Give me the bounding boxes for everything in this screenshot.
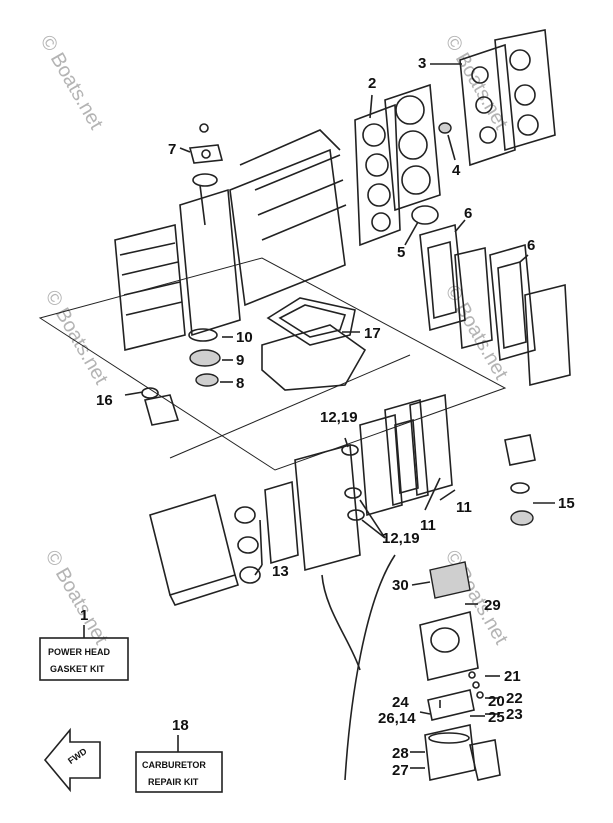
callout-11a: 11 (420, 517, 436, 534)
base-plate-gasket (261, 297, 367, 391)
cylinder-head (384, 83, 441, 212)
callout-17: 17 (364, 325, 381, 342)
gasket-7 (188, 123, 224, 164)
callout-6a: 6 (464, 205, 472, 222)
callout-13: 13 (272, 563, 289, 580)
gasket-5 (411, 205, 439, 225)
power-head-kit-line2: GASKET KIT (50, 664, 105, 674)
callout-9: 9 (236, 352, 244, 369)
callout-3: 3 (418, 55, 426, 72)
fuel-joint-15 (504, 434, 536, 526)
forward-label: FWD (66, 746, 89, 766)
drain-line (344, 554, 396, 781)
callout-4: 4 (452, 162, 461, 179)
crankcase-assembly (114, 129, 347, 352)
power-head-gasket-kit-box: POWER HEAD GASKET KIT (39, 625, 129, 681)
intake-manifold-gaskets (359, 393, 453, 517)
callout-1: 1 (80, 607, 88, 624)
callout-21: 21 (504, 668, 521, 685)
watermark-lower-left: © Boats.net (41, 547, 113, 649)
callout-5: 5 (397, 244, 405, 261)
forward-arrow: FWD (43, 727, 101, 793)
power-head-kit-line1: POWER HEAD (48, 647, 111, 657)
callout-16: 16 (96, 392, 113, 409)
exhaust-cover-gasket (419, 223, 571, 387)
callout-23: 23 (506, 706, 523, 723)
callout-26-14: 26,14 (378, 710, 416, 727)
callout-24: 24 (392, 694, 409, 711)
callout-10: 10 (236, 329, 253, 346)
callout-2: 2 (368, 75, 376, 92)
callout-18: 18 (172, 717, 189, 734)
intake-silencer (149, 493, 239, 606)
cylinder-head-gasket (354, 103, 401, 247)
part-16-cap (141, 387, 180, 426)
carburetor-kit-line2: REPAIR KIT (148, 777, 199, 787)
callout-6b: 6 (527, 237, 535, 254)
callout-22: 22 (506, 690, 523, 707)
group-outline-lower (169, 354, 411, 459)
callout-7: 7 (168, 141, 176, 158)
carburetor-assembly (419, 561, 501, 781)
watermark-lower-right: © Boats.net (441, 547, 513, 649)
watermark-top-left: © Boats.net (36, 32, 108, 134)
callout-25: 25 (488, 709, 505, 726)
carburetor-gasket-13 (234, 480, 299, 584)
carburetor-kit-line1: CARBURETOR (142, 760, 206, 770)
head-cover-gasket (459, 29, 556, 167)
callout-28: 28 (392, 745, 409, 762)
callout-11b: 11 (456, 499, 472, 516)
callout-27: 27 (392, 762, 409, 779)
callout-30: 30 (392, 577, 409, 594)
callout-20: 20 (488, 693, 505, 710)
leader-lines (124, 63, 555, 769)
callout-12-19a: 12,19 (320, 409, 358, 426)
callout-15: 15 (558, 495, 575, 512)
fuel-hose (321, 574, 361, 671)
callout-12-19b: 12,19 (382, 530, 420, 547)
thermostat-gasket (438, 122, 452, 134)
group-outline-upper (38, 257, 507, 471)
watermark-middle-right: © Boats.net (441, 282, 513, 384)
crankshaft-seal-stack (188, 328, 221, 387)
carburetor-repair-kit-box: CARBURETOR REPAIR KIT (135, 735, 223, 793)
intake-manifold (294, 443, 365, 572)
callout-29: 29 (484, 597, 501, 614)
callout-8: 8 (236, 375, 244, 392)
